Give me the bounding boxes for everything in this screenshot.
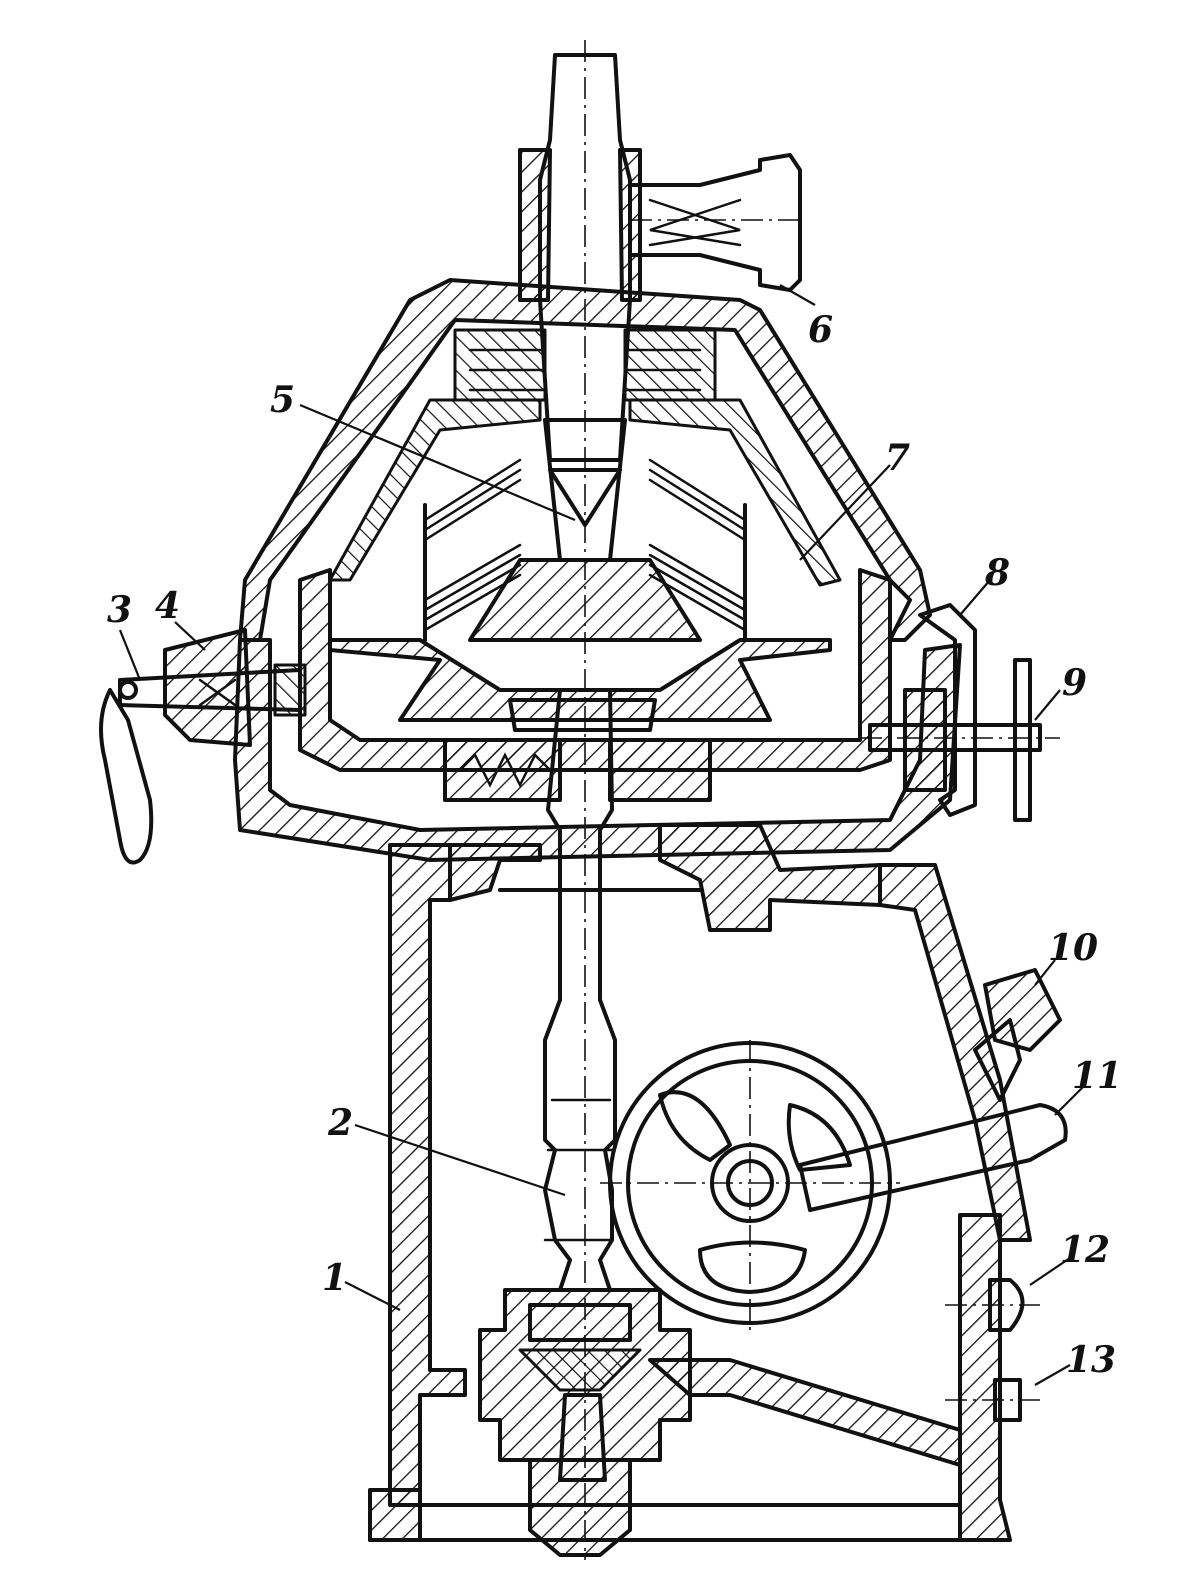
drain-plugs — [945, 1278, 1040, 1422]
leader-7 — [799, 464, 891, 561]
worm-wheel — [600, 1040, 900, 1330]
leader-6 — [779, 284, 816, 306]
leader-5 — [299, 403, 576, 522]
callout-13: 13 — [1066, 1339, 1116, 1381]
leader-13 — [1034, 1364, 1071, 1386]
leader-4 — [174, 621, 206, 651]
crank-shaft — [798, 968, 1068, 1212]
callout-labels: 1 2 3 4 5 6 7 8 9 10 11 12 13 — [107, 309, 1122, 1381]
callout-10: 10 — [1048, 927, 1098, 969]
callout-8: 8 — [984, 552, 1010, 594]
callout-3: 3 — [107, 589, 132, 631]
callout-12: 12 — [1060, 1229, 1110, 1271]
feed-tube — [453, 53, 717, 462]
callout-9: 9 — [1062, 662, 1087, 704]
leader-3 — [118, 629, 142, 681]
callout-6: 6 — [808, 309, 833, 351]
leader-2 — [354, 1123, 566, 1197]
leader-11 — [1054, 1084, 1086, 1116]
outer-cover — [233, 278, 977, 862]
callout-4: 4 — [155, 585, 180, 627]
callout-7: 7 — [885, 437, 910, 479]
leader-12 — [1029, 1257, 1071, 1286]
left-tap — [99, 628, 307, 865]
callout-11: 11 — [1072, 1055, 1122, 1097]
leader-8 — [959, 579, 991, 616]
leader-9 — [1034, 689, 1061, 721]
callout-2: 2 — [327, 1102, 353, 1144]
separator-drum — [298, 398, 892, 772]
leader-10 — [1034, 959, 1056, 986]
leader-lines — [118, 284, 1086, 1386]
upper-bearing — [443, 698, 712, 802]
callout-1: 1 — [322, 1257, 347, 1299]
outlet-nozzle — [628, 153, 802, 292]
callout-5: 5 — [270, 379, 295, 421]
leader-1 — [344, 1281, 401, 1311]
lower-bearing-assembly — [478, 1288, 692, 1557]
right-bolt — [860, 658, 1060, 822]
